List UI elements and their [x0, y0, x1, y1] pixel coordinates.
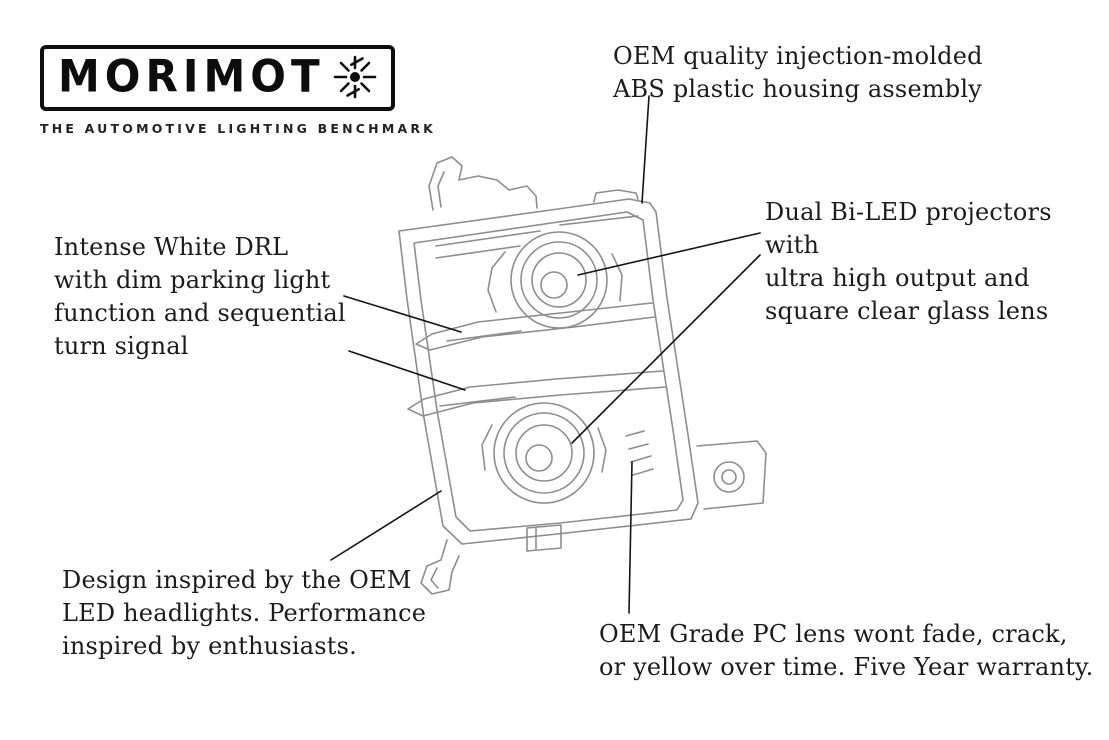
logo-wordmark-box: MORIMOT: [40, 45, 395, 111]
leader-line-design: [330, 490, 442, 561]
leader-line-housing: [641, 95, 650, 204]
drl-light-bar: [415, 302, 656, 351]
callout-design: Design inspired by the OEM LED headlight…: [62, 566, 427, 660]
leader-line-lens: [628, 461, 633, 614]
callout-lens: OEM Grade PC lens wont fade, crack, or y…: [599, 620, 1094, 681]
lower-projector: [481, 402, 607, 504]
mid-accent-bar: [407, 370, 667, 417]
leader-line-projector-upper: [577, 232, 761, 276]
leader-line-drl-lower: [348, 350, 466, 391]
wiring-connector: [526, 524, 562, 552]
leader-line-projector-lower: [571, 254, 761, 444]
upper-projector: [487, 231, 623, 329]
logo-wordmark-text: MORIMOT: [58, 50, 325, 103]
callout-drl: Intense White DRL with dim parking light…: [54, 233, 346, 360]
morimoto-logo: MORIMOT THE AUTOMOTIVE LIGHTING BENCHMAR: [40, 45, 437, 136]
sunburst-o-icon: [333, 55, 376, 99]
callout-projectors: Dual Bi-LED projectors with ultra high o…: [765, 198, 1052, 325]
headlight-line-art: [398, 156, 767, 595]
top-mount-bracket: [428, 156, 639, 211]
callout-housing: OEM quality injection-molded ABS plastic…: [613, 42, 983, 103]
leader-line-drl-upper: [343, 295, 462, 333]
reflector-hatch: [625, 430, 654, 476]
housing-outline: [398, 198, 699, 545]
side-mount-bracket: [696, 440, 767, 510]
logo-tagline: THE AUTOMOTIVE LIGHTING BENCHMARK: [40, 121, 437, 136]
leader-lines: [330, 95, 761, 614]
bottom-mount-bracket: [420, 539, 460, 595]
